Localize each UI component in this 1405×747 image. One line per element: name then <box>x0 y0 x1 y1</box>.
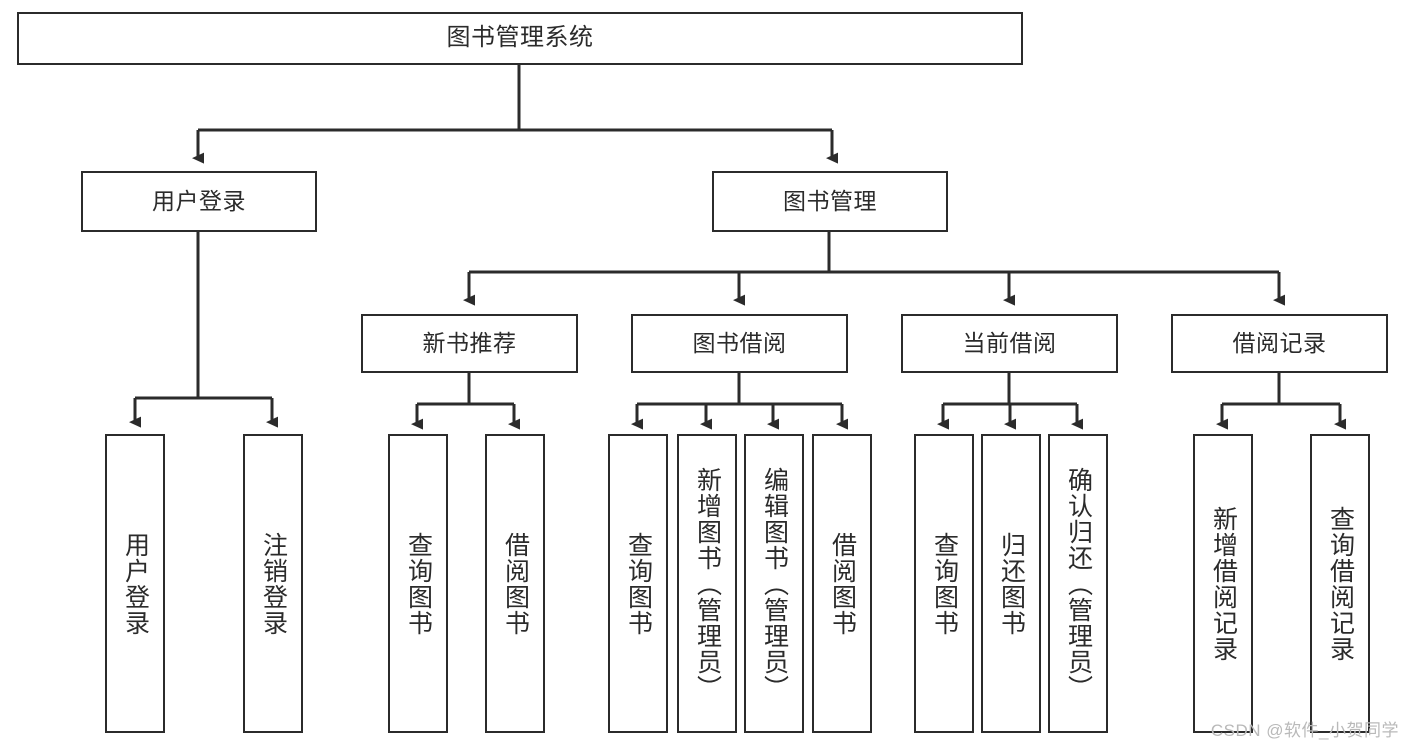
node-label: 查询图书 <box>624 531 653 636</box>
leaf-book-borrow-add-book-admin[interactable]: 新增图书（管理员） <box>677 434 737 733</box>
node-label: 图书借阅 <box>692 329 787 356</box>
leaf-book-borrow-borrow-book[interactable]: 借阅图书 <box>812 434 872 733</box>
node-label: 用户登录 <box>121 531 150 636</box>
node-borrow-record[interactable]: 借阅记录 <box>1171 314 1388 373</box>
node-label: 借阅记录 <box>1232 329 1327 356</box>
node-label: 注销登录 <box>259 531 288 636</box>
node-label: 查询图书 <box>404 531 433 636</box>
node-label: 查询图书 <box>930 531 959 636</box>
watermark: CSDN @软件_小贺同学 <box>1210 721 1399 740</box>
node-current-borrow[interactable]: 当前借阅 <box>901 314 1118 373</box>
node-book-borrow[interactable]: 图书借阅 <box>631 314 848 373</box>
node-label: 图书管理系统 <box>446 24 594 52</box>
node-label: 新增借阅记录 <box>1209 505 1238 662</box>
node-label: 编辑图书（管理员） <box>760 466 789 701</box>
node-label: 新增图书（管理员） <box>693 466 722 701</box>
leaf-user-login-logout[interactable]: 注销登录 <box>243 434 303 733</box>
node-label: 借阅图书 <box>501 531 530 636</box>
node-label: 图书管理 <box>783 187 877 214</box>
leaf-book-borrow-edit-book-admin[interactable]: 编辑图书（管理员） <box>744 434 804 733</box>
node-label: 用户登录 <box>152 187 246 214</box>
leaf-new-book-query-book[interactable]: 查询图书 <box>388 434 448 733</box>
node-label: 确认归还（管理员） <box>1064 466 1093 701</box>
leaf-current-borrow-return-book[interactable]: 归还图书 <box>981 434 1041 733</box>
node-label: 新书推荐 <box>422 329 517 356</box>
leaf-book-borrow-query-book[interactable]: 查询图书 <box>608 434 668 733</box>
leaf-borrow-record-query-record[interactable]: 查询借阅记录 <box>1310 434 1370 733</box>
leaf-new-book-borrow-book[interactable]: 借阅图书 <box>485 434 545 733</box>
node-label: 借阅图书 <box>828 531 857 636</box>
node-label: 查询借阅记录 <box>1326 505 1355 662</box>
node-label: 当前借阅 <box>962 329 1057 356</box>
node-label: 归还图书 <box>997 531 1026 636</box>
node-root-book-management-system[interactable]: 图书管理系统 <box>17 12 1023 65</box>
node-user-login[interactable]: 用户登录 <box>81 171 317 232</box>
node-book-management[interactable]: 图书管理 <box>712 171 948 232</box>
leaf-user-login-login[interactable]: 用户登录 <box>105 434 165 733</box>
leaf-current-borrow-confirm-return-admin[interactable]: 确认归还（管理员） <box>1048 434 1108 733</box>
node-new-book-recommend[interactable]: 新书推荐 <box>361 314 578 373</box>
leaf-current-borrow-query-book[interactable]: 查询图书 <box>914 434 974 733</box>
leaf-borrow-record-add-record[interactable]: 新增借阅记录 <box>1193 434 1253 733</box>
